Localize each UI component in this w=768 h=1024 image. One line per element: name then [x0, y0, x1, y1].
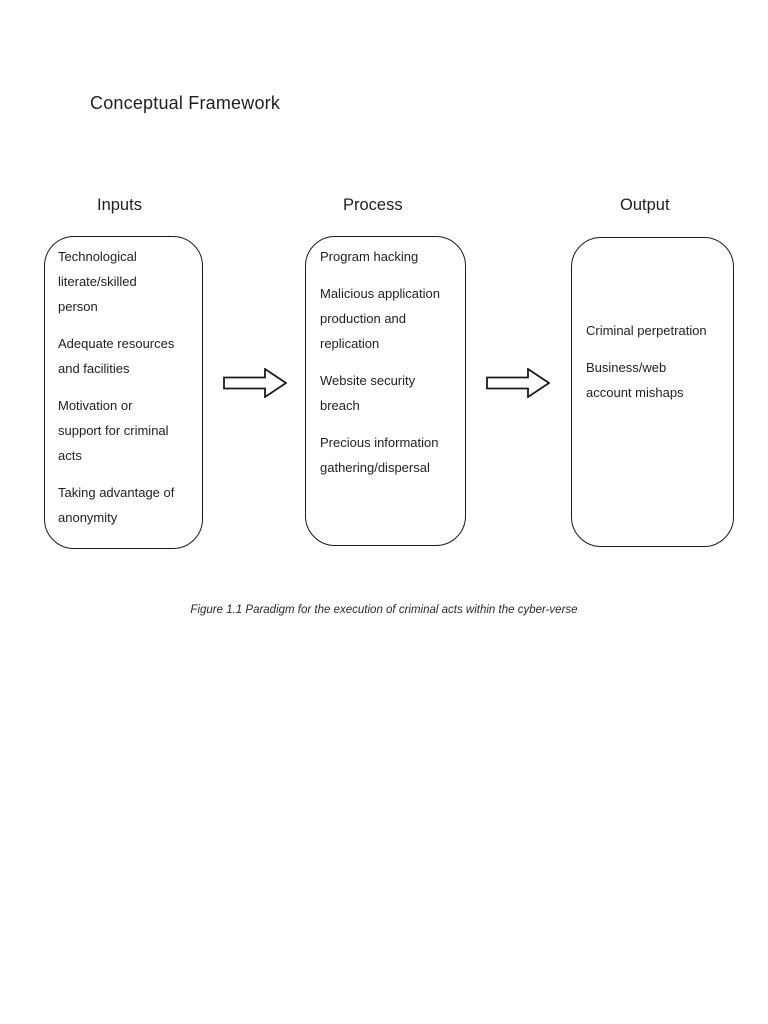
process-item: Website security breach	[320, 373, 416, 413]
process-item: Malicious application production and rep…	[320, 286, 440, 351]
page-title: Conceptual Framework	[90, 93, 281, 113]
column-header-inputs: Inputs	[97, 196, 142, 214]
output-item: Business/web account mishaps	[586, 360, 684, 400]
output-item: Criminal perpetration	[586, 323, 707, 338]
column-header-process: Process	[343, 196, 403, 214]
figure-caption: Figure 1.1 Paradigm for the execution of…	[190, 604, 578, 616]
flow-arrow-inputs-to-process arrow-right-icon	[223, 368, 287, 398]
inputs-item: Adequate resources and facilities	[58, 336, 175, 376]
output-box: Criminal perpetration Business/web accou…	[571, 237, 734, 547]
process-item: Program hacking	[320, 249, 419, 264]
inputs-item: Taking advantage of anonymity	[58, 485, 175, 525]
process-item: Precious information gathering/dispersal	[320, 435, 439, 475]
flow-arrow-process-to-output arrow-right-icon	[486, 368, 550, 398]
column-header-output: Output	[620, 196, 670, 214]
inputs-item: Motivation or support for criminal acts	[58, 398, 169, 463]
inputs-item: Technological literate/skilled person	[58, 249, 137, 314]
inputs-box: Technological literate/skilled person Ad…	[44, 236, 203, 549]
process-box: Program hacking Malicious application pr…	[305, 236, 466, 546]
